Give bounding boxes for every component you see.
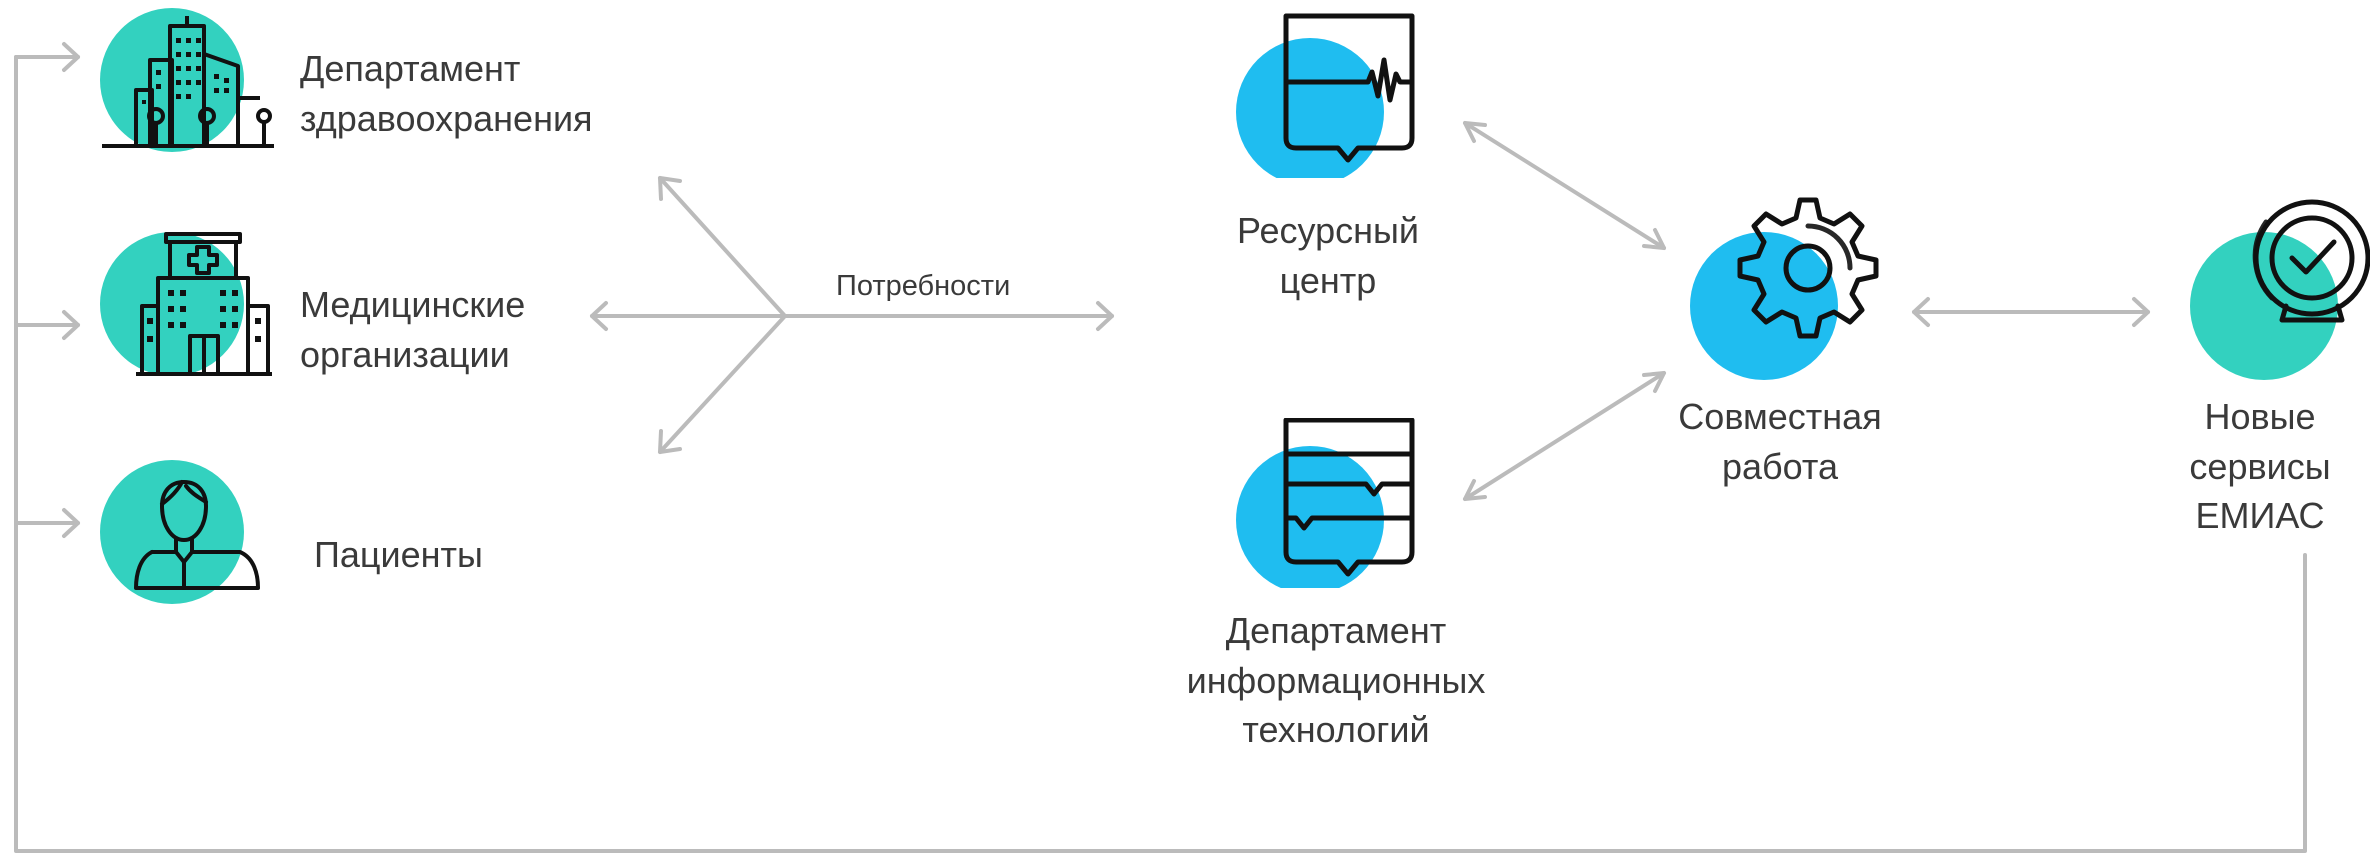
edge-resource-joint xyxy=(1463,121,1666,250)
medical-organizations-label: Медицинские организации xyxy=(300,284,526,375)
patient-icon xyxy=(100,460,260,604)
needs-branch-down xyxy=(658,314,787,454)
hospital-icon xyxy=(100,232,272,376)
shield-heartbeat-icon xyxy=(1236,13,1415,178)
health-department-label: Департамент здравоохранения xyxy=(300,48,593,139)
edge-joint-services-head-b xyxy=(2132,297,2150,327)
feedback-arrowhead-medical xyxy=(62,310,80,340)
new-services-label: Новые сервисы ЕМИАС xyxy=(2189,396,2331,537)
edge-it-joint-head-a xyxy=(1463,479,1487,501)
edge-resource-joint-head-b xyxy=(1642,228,1666,250)
gear-icon xyxy=(1690,197,1879,380)
needs-main-arrowhead xyxy=(1096,301,1114,331)
edge-it-joint-head-b xyxy=(1642,371,1666,393)
checkmark-badge-icon xyxy=(2190,199,2370,380)
feedback-loop-line xyxy=(14,55,2307,853)
joint-work-label: Совместная работа xyxy=(1678,396,1882,487)
needs-arrowhead-up xyxy=(658,176,682,201)
needs-branch-up xyxy=(658,176,787,318)
needs-arrowhead-middle xyxy=(590,301,608,331)
feedback-arrowhead-patients xyxy=(62,508,80,538)
needs-edge-label: Потребности xyxy=(836,270,1011,302)
edge-resource-joint-head-a xyxy=(1463,121,1487,143)
it-department-label: Департамент информационных технологий xyxy=(1186,610,1486,751)
resource-center-label: Ресурсный центр xyxy=(1237,210,1419,301)
feedback-arrowhead-health xyxy=(62,42,80,72)
city-buildings-icon xyxy=(100,8,274,152)
patients-label: Пациенты xyxy=(314,534,483,575)
needs-arrowhead-down xyxy=(658,429,682,454)
shield-chat-icon xyxy=(1236,418,1415,588)
edge-joint-services-head-a xyxy=(1912,297,1930,327)
edge-it-joint xyxy=(1463,371,1666,501)
